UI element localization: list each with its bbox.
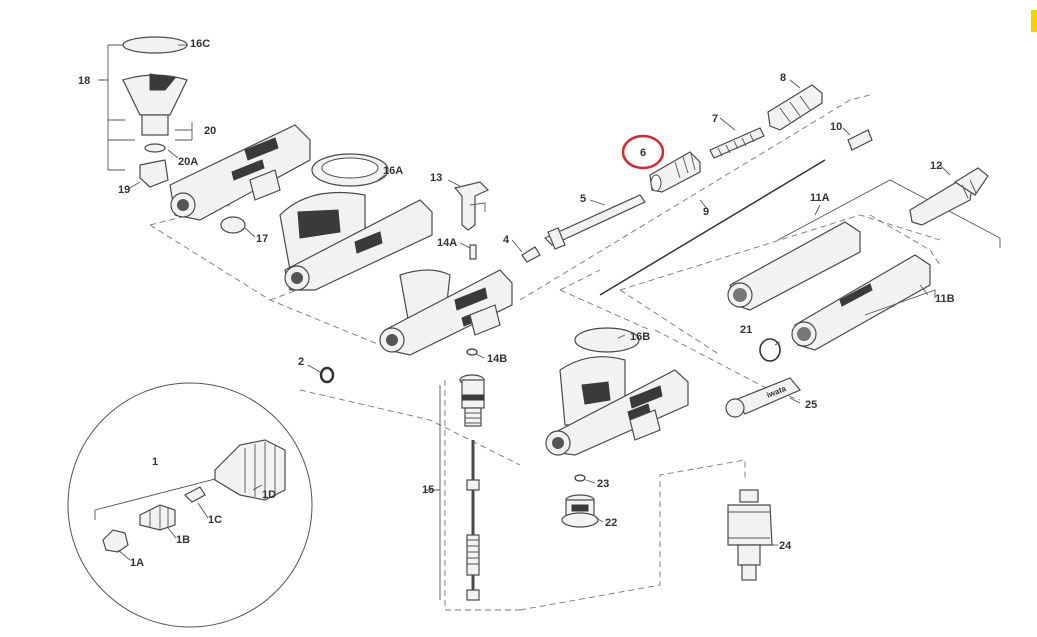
part-1A-needle-cap bbox=[102, 529, 129, 553]
part-25-wrench: iwata bbox=[725, 377, 801, 418]
leader-lines bbox=[117, 44, 951, 561]
part-16C-cap bbox=[122, 36, 188, 54]
part-16B-lid bbox=[574, 327, 640, 353]
assembly-guide-lines bbox=[149, 94, 941, 611]
label-2: 2 bbox=[298, 356, 304, 368]
label-16C: 16C bbox=[190, 38, 210, 50]
label-16A: 16A bbox=[383, 165, 403, 177]
part-2-o-ring bbox=[319, 366, 335, 384]
part-18-cup bbox=[122, 74, 188, 116]
label-20A: 20A bbox=[178, 156, 198, 168]
bracket-11B bbox=[864, 289, 936, 316]
part-7-spring bbox=[709, 127, 765, 159]
label-18: 18 bbox=[78, 75, 90, 87]
label-24: 24 bbox=[779, 540, 792, 552]
label-1A: 1A bbox=[130, 557, 144, 569]
label-14B: 14B bbox=[487, 353, 507, 365]
part-14A-pin bbox=[469, 244, 477, 260]
label-14A: 14A bbox=[437, 237, 457, 249]
part-11A-handle bbox=[727, 221, 861, 311]
label-22: 22 bbox=[605, 517, 617, 529]
label-7: 7 bbox=[712, 113, 718, 125]
part-19-elbow bbox=[139, 159, 169, 188]
part-17-knob bbox=[220, 216, 246, 234]
part-21-o-ring bbox=[759, 338, 781, 362]
part-1D-nozzle-cap bbox=[214, 439, 286, 501]
label-25: 25 bbox=[805, 399, 817, 411]
trigger-group bbox=[453, 181, 490, 260]
airbrush-body-16B bbox=[545, 327, 689, 456]
label-15: 15 bbox=[422, 484, 434, 496]
label-23: 23 bbox=[597, 478, 609, 490]
part-5-assembly bbox=[543, 194, 646, 250]
label-16B: 16B bbox=[630, 331, 650, 343]
part-1C-cone bbox=[184, 486, 206, 503]
part-4-fitting bbox=[521, 246, 541, 263]
part-11B-handle bbox=[791, 254, 931, 351]
part-8-sleeve bbox=[767, 84, 823, 131]
part-10-nut bbox=[847, 129, 873, 151]
label-19: 19 bbox=[118, 184, 130, 196]
airbrush-body-side-feed bbox=[169, 124, 311, 234]
highlight-circle-part-6 bbox=[621, 134, 665, 170]
corner-mark bbox=[1031, 10, 1037, 32]
label-17: 17 bbox=[256, 233, 268, 245]
label-8: 8 bbox=[780, 72, 786, 84]
label-1C: 1C bbox=[208, 514, 222, 526]
nozzle-assembly-inset bbox=[67, 382, 313, 628]
label-9: 9 bbox=[703, 206, 709, 218]
part-9-needle bbox=[599, 159, 826, 296]
label-11B: 11B bbox=[935, 293, 955, 305]
part-12-adapter bbox=[909, 167, 989, 226]
part-labels: 1 1A 1B 1C 1D 2 4 5 6 7 8 9 10 11A 11B 1… bbox=[78, 38, 955, 569]
airbrush-body-16A bbox=[279, 153, 433, 291]
label-21: 21 bbox=[740, 324, 752, 336]
part-13-trigger bbox=[453, 181, 490, 231]
label-4: 4 bbox=[503, 234, 510, 246]
label-10: 10 bbox=[830, 121, 842, 133]
gravity-cup-group bbox=[98, 36, 193, 188]
label-20: 20 bbox=[204, 125, 216, 137]
part-24-regulator bbox=[727, 489, 773, 581]
label-1D: 1D bbox=[262, 489, 276, 501]
label-1: 1 bbox=[152, 456, 158, 468]
label-12: 12 bbox=[930, 160, 942, 172]
label-1B: 1B bbox=[176, 534, 190, 546]
part-22-valve bbox=[561, 494, 599, 528]
label-5: 5 bbox=[580, 193, 586, 205]
part-1B-nozzle bbox=[139, 504, 176, 531]
label-13: 13 bbox=[430, 172, 442, 184]
airbrush-body-center bbox=[379, 269, 513, 356]
part-15-valve-assembly bbox=[425, 374, 485, 601]
part-14B-o-ring bbox=[466, 348, 478, 356]
label-11A: 11A bbox=[810, 192, 830, 204]
label-6: 6 bbox=[640, 147, 646, 159]
part-23-o-ring bbox=[574, 474, 586, 482]
part-6-fitting bbox=[649, 151, 701, 193]
